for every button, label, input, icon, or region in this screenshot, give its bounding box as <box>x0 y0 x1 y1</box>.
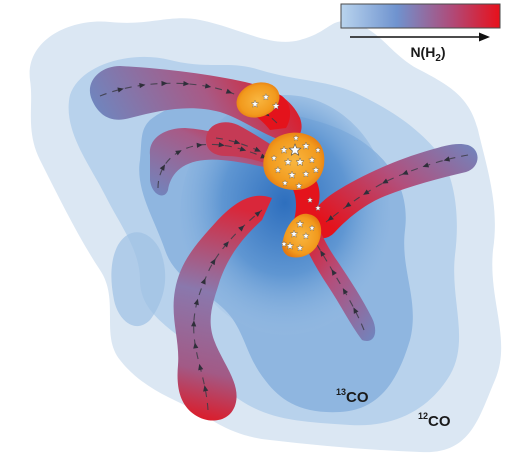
flow-line-northwest-short <box>215 137 271 157</box>
flow-arrowhead <box>139 83 146 89</box>
legend-colorbar <box>340 3 501 29</box>
flow-arrowhead <box>239 146 247 152</box>
flow-arrowhead <box>196 142 203 148</box>
flow-arrowhead <box>443 156 451 162</box>
flow-arrowhead <box>238 225 245 232</box>
flow-arrowhead <box>353 307 359 314</box>
flow-arrowhead <box>175 150 182 156</box>
flow-arrowhead <box>381 178 389 184</box>
flow-arrowhead <box>161 80 168 87</box>
flow-arrowhead <box>193 298 199 306</box>
flow-arrowhead <box>344 201 352 208</box>
flow-arrowhead <box>233 139 241 145</box>
legend-label-close: ) <box>441 44 446 60</box>
flow-arrowhead <box>254 210 261 217</box>
flow-arrowhead <box>183 80 190 87</box>
flow-arrowhead <box>401 169 409 175</box>
flow-arrowhead <box>210 258 216 266</box>
flow-arrowhead <box>218 142 225 148</box>
flow-arrowhead <box>203 385 209 392</box>
flow-arrowhead <box>331 269 337 276</box>
legend-label-subscript: 2 <box>435 53 441 64</box>
flow-line-northwest-arm <box>99 82 281 127</box>
co12-label: 12CO <box>418 411 451 430</box>
flow-arrowhead <box>223 241 229 248</box>
co12-label-molecule: CO <box>428 413 451 430</box>
flow-arrowhead <box>193 342 199 349</box>
flow-arrowhead <box>254 146 261 152</box>
flow-arrowhead <box>159 164 166 171</box>
flow-arrowhead <box>327 215 334 221</box>
legend-arrow-head <box>479 32 490 42</box>
cloud-west-lobe <box>111 232 166 327</box>
flow-line-west-long <box>193 209 263 411</box>
flow-arrowhead <box>363 189 370 195</box>
hub-north-clump <box>236 82 280 118</box>
flow-arrowhead <box>117 87 124 93</box>
flow-arrowhead <box>200 278 206 285</box>
legend-label-quantity: N(H <box>410 44 435 60</box>
flow-arrowhead <box>320 250 326 257</box>
legend-label: N(H2) <box>410 44 445 64</box>
co13-label-molecule: CO <box>346 389 369 406</box>
flow-arrowhead <box>342 288 349 295</box>
co13-label: 13CO <box>336 387 369 406</box>
co13-label-isotope: 13 <box>336 387 346 397</box>
legend: N(H2) <box>340 3 501 64</box>
flow-arrowhead <box>191 320 197 327</box>
flow-arrowhead <box>225 88 233 94</box>
hub-central <box>263 132 325 190</box>
filament-east <box>309 143 478 239</box>
filament-west-long <box>173 195 272 421</box>
flow-arrowhead <box>204 83 212 89</box>
co12-label-isotope: 12 <box>418 411 428 421</box>
flow-arrowhead <box>422 162 430 168</box>
flow-arrowhead <box>198 363 204 371</box>
